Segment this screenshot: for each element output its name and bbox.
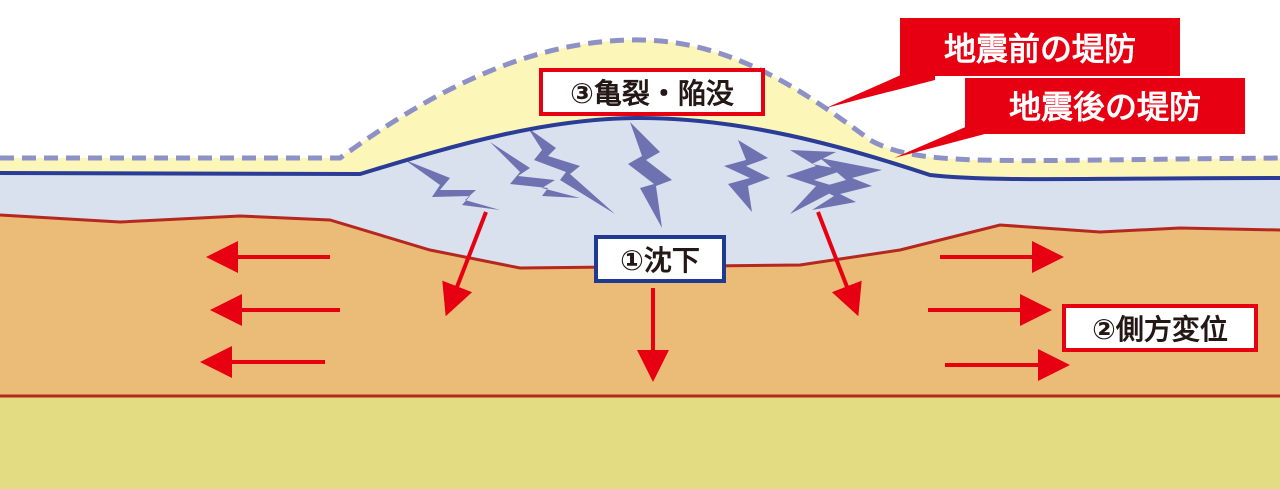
embankment-after-outline	[0, 115, 1280, 182]
crack-marks	[405, 122, 882, 228]
crack-mark	[786, 150, 844, 214]
crack-mark	[724, 140, 770, 212]
crack-mark	[405, 160, 500, 210]
base-layer	[0, 395, 1280, 489]
settlement-arrows	[442, 211, 862, 382]
settlement-arrow	[442, 211, 488, 317]
embankment-after	[0, 118, 1280, 268]
label-settlement: ①沈下	[620, 244, 700, 277]
label-lateral: ②側方変位	[1092, 313, 1228, 346]
label-lateral-box	[1062, 304, 1258, 352]
callout-before-box	[900, 18, 1180, 76]
soil-layer	[0, 215, 1280, 395]
crack-mark	[528, 128, 615, 214]
lateral-arrows	[200, 241, 1070, 381]
settlement-arrow	[816, 211, 862, 317]
label-settlement-box	[594, 235, 726, 283]
label-cracks-box	[539, 68, 765, 116]
crack-mark	[628, 122, 672, 228]
label-cracks: ③亀裂・陥没	[570, 77, 734, 110]
crack-mark	[812, 158, 882, 210]
callout-after-text: 地震後の堤防	[1009, 88, 1201, 126]
crack-mark	[490, 142, 580, 198]
callout-after-box	[965, 78, 1245, 134]
callout-before-text: 地震前の堤防	[944, 30, 1136, 68]
